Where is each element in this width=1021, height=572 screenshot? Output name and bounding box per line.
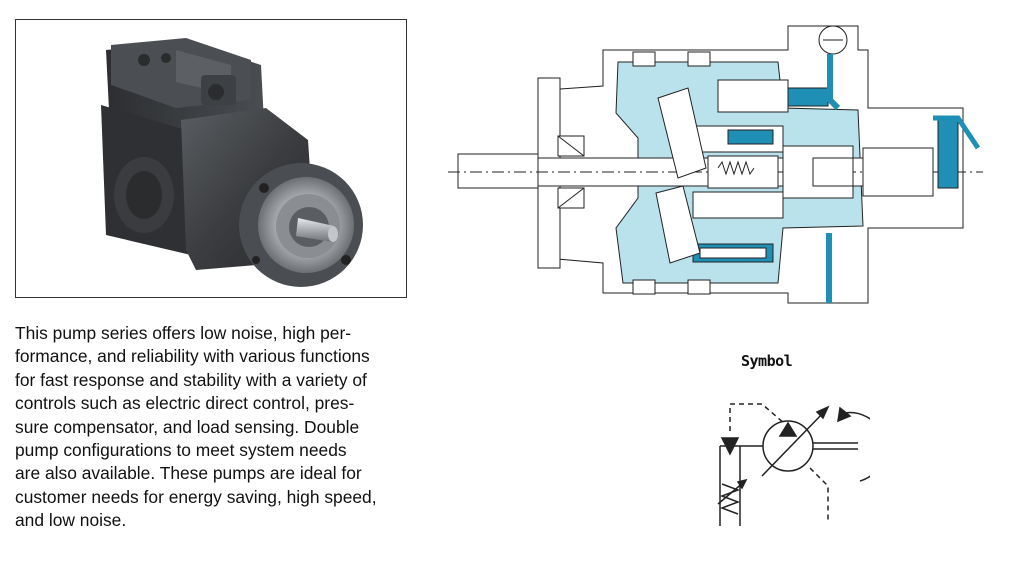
pump-cross-section-diagram <box>438 18 998 314</box>
cross-section-drawing <box>448 25 983 304</box>
description-line: This pump series offers low noise, high … <box>15 323 352 343</box>
description-line: pump configurations to meet system needs <box>15 440 347 461</box>
description-line: controls such as electric direct control… <box>15 393 355 414</box>
description-line: sure compensator, and load sensing. Doub… <box>15 416 360 437</box>
description-line: and low noise. <box>15 510 127 531</box>
description-line: formance, and reliability with various f… <box>15 346 370 367</box>
hydraulic-pump-symbol <box>700 386 870 531</box>
variable-pump-symbol-drawing <box>717 403 870 526</box>
symbol-title: Symbol <box>741 352 793 370</box>
pump-photo <box>101 38 363 287</box>
product-description: This pump series offers low noise, high … <box>15 322 407 533</box>
product-photo-frame <box>15 19 407 298</box>
description-line: customer needs for energy saving, high s… <box>15 486 377 507</box>
description-line: for fast response and stability with a v… <box>15 369 367 390</box>
description-line: are also available. These pumps are idea… <box>15 463 362 484</box>
